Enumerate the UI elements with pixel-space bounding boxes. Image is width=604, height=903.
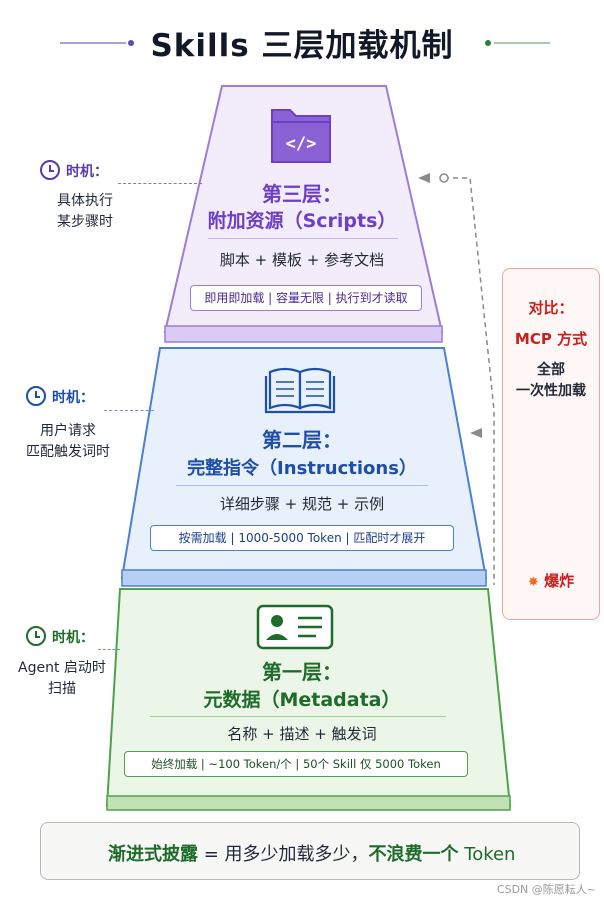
- layer-1-divider: [150, 716, 446, 717]
- layer-3-base: [164, 325, 443, 343]
- mcp-label-compare: 对比：: [528, 299, 574, 317]
- layer-2-subtitle: 完整指令（Instructions）: [187, 458, 417, 479]
- layer-1-subtitle: 元数据（Metadata）: [203, 689, 401, 711]
- clock-icon: [40, 160, 60, 180]
- layer-2-base: [121, 569, 487, 587]
- svg-text:</>: </>: [286, 134, 317, 154]
- connector-dashed: [444, 177, 495, 585]
- layer-3-subtitle: 附加资源（Scripts）: [207, 210, 397, 232]
- layer-1-timing-head: 时机：: [52, 630, 94, 646]
- layer-3-desc: 脚本 + 模板 + 参考文档: [219, 251, 385, 269]
- small-explosion-icon: ✸: [527, 575, 539, 590]
- connector-node: [439, 173, 449, 183]
- id-card-icon: [256, 604, 334, 650]
- timing-line: 扫描: [48, 681, 76, 697]
- clock-icon: [26, 386, 46, 406]
- mcp-load-line: 全部: [537, 362, 565, 378]
- layer-2-title: 第二层：: [262, 428, 342, 452]
- layer-1-pill: 始终加载 | ~100 Token/个 | 50个 Skill 仅 5000 T…: [124, 751, 468, 777]
- layer-1-timing-desc: Agent 启动时 扫描: [4, 658, 120, 700]
- page-title: Skills 三层加载机制: [150, 28, 454, 64]
- timing-line: Agent 启动时: [18, 660, 106, 676]
- layer-2-desc: 详细步骤 + 规范 + 示例: [219, 495, 385, 513]
- layer-3-timing-head: 时机：: [66, 164, 108, 180]
- mcp-label-load-all: 全部 一次性加载: [502, 360, 600, 402]
- layer-2-divider: [176, 485, 428, 486]
- summary-part-1: 渐进式披露: [108, 844, 198, 865]
- folder-code-icon: </>: [271, 109, 331, 163]
- mcp-label-method: MCP 方式: [514, 330, 588, 348]
- summary-part-2: = 用多少加载多少，: [198, 844, 369, 865]
- title-line-right: [494, 42, 550, 44]
- layer-2-timing-connector: [104, 410, 154, 411]
- layer-2-timing-head: 时机：: [52, 390, 94, 406]
- open-book-icon: [264, 367, 336, 414]
- summary-banner: [40, 822, 580, 880]
- timing-line: 某步骤时: [57, 214, 113, 230]
- layer-3-timing-desc: 具体执行 某步骤时: [30, 191, 140, 233]
- mcp-load-line: 一次性加载: [516, 383, 586, 399]
- clock-icon: [26, 626, 46, 646]
- title-line-left: [60, 42, 126, 44]
- layer-3-timing-connector: [118, 183, 202, 184]
- layer-2-pill: 按需加载 | 1000-5000 Token | 匹配时才展开: [150, 525, 454, 551]
- timing-line: 匹配触发词时: [26, 444, 110, 460]
- summary-part-4: Token: [458, 844, 516, 865]
- layer-1-desc: 名称 + 描述 + 触发词: [227, 725, 377, 743]
- layer-3-pill: 即用即加载 | 容量无限 | 执行到才读取: [190, 285, 422, 311]
- layer-1-title: 第一层：: [262, 660, 342, 684]
- layer-3-divider: [208, 238, 398, 239]
- mcp-explode-text: 爆炸: [544, 572, 575, 590]
- mcp-comparison-panel: [502, 268, 600, 620]
- footer-watermark: CSDN @陈愿耘人~: [496, 883, 596, 896]
- timing-line: 具体执行: [57, 193, 113, 209]
- mcp-explode-label: ✸ 爆炸: [502, 570, 600, 591]
- connector-arrow-top: [418, 173, 430, 183]
- title-dot-right: [485, 40, 491, 46]
- timing-line: 用户请求: [40, 423, 96, 439]
- connector-arrow-mid: [470, 428, 482, 438]
- summary-text: 渐进式披露 = 用多少加载多少，不浪费一个 Token: [108, 840, 515, 866]
- layer-1-base: [106, 795, 511, 811]
- layer-1-timing-connector: [98, 649, 120, 650]
- title-dot-left: [128, 40, 134, 46]
- summary-part-3: 不浪费一个: [368, 844, 459, 865]
- layer-2-timing-desc: 用户请求 匹配触发词时: [6, 421, 130, 463]
- layer-3-title: 第三层：: [262, 182, 342, 206]
